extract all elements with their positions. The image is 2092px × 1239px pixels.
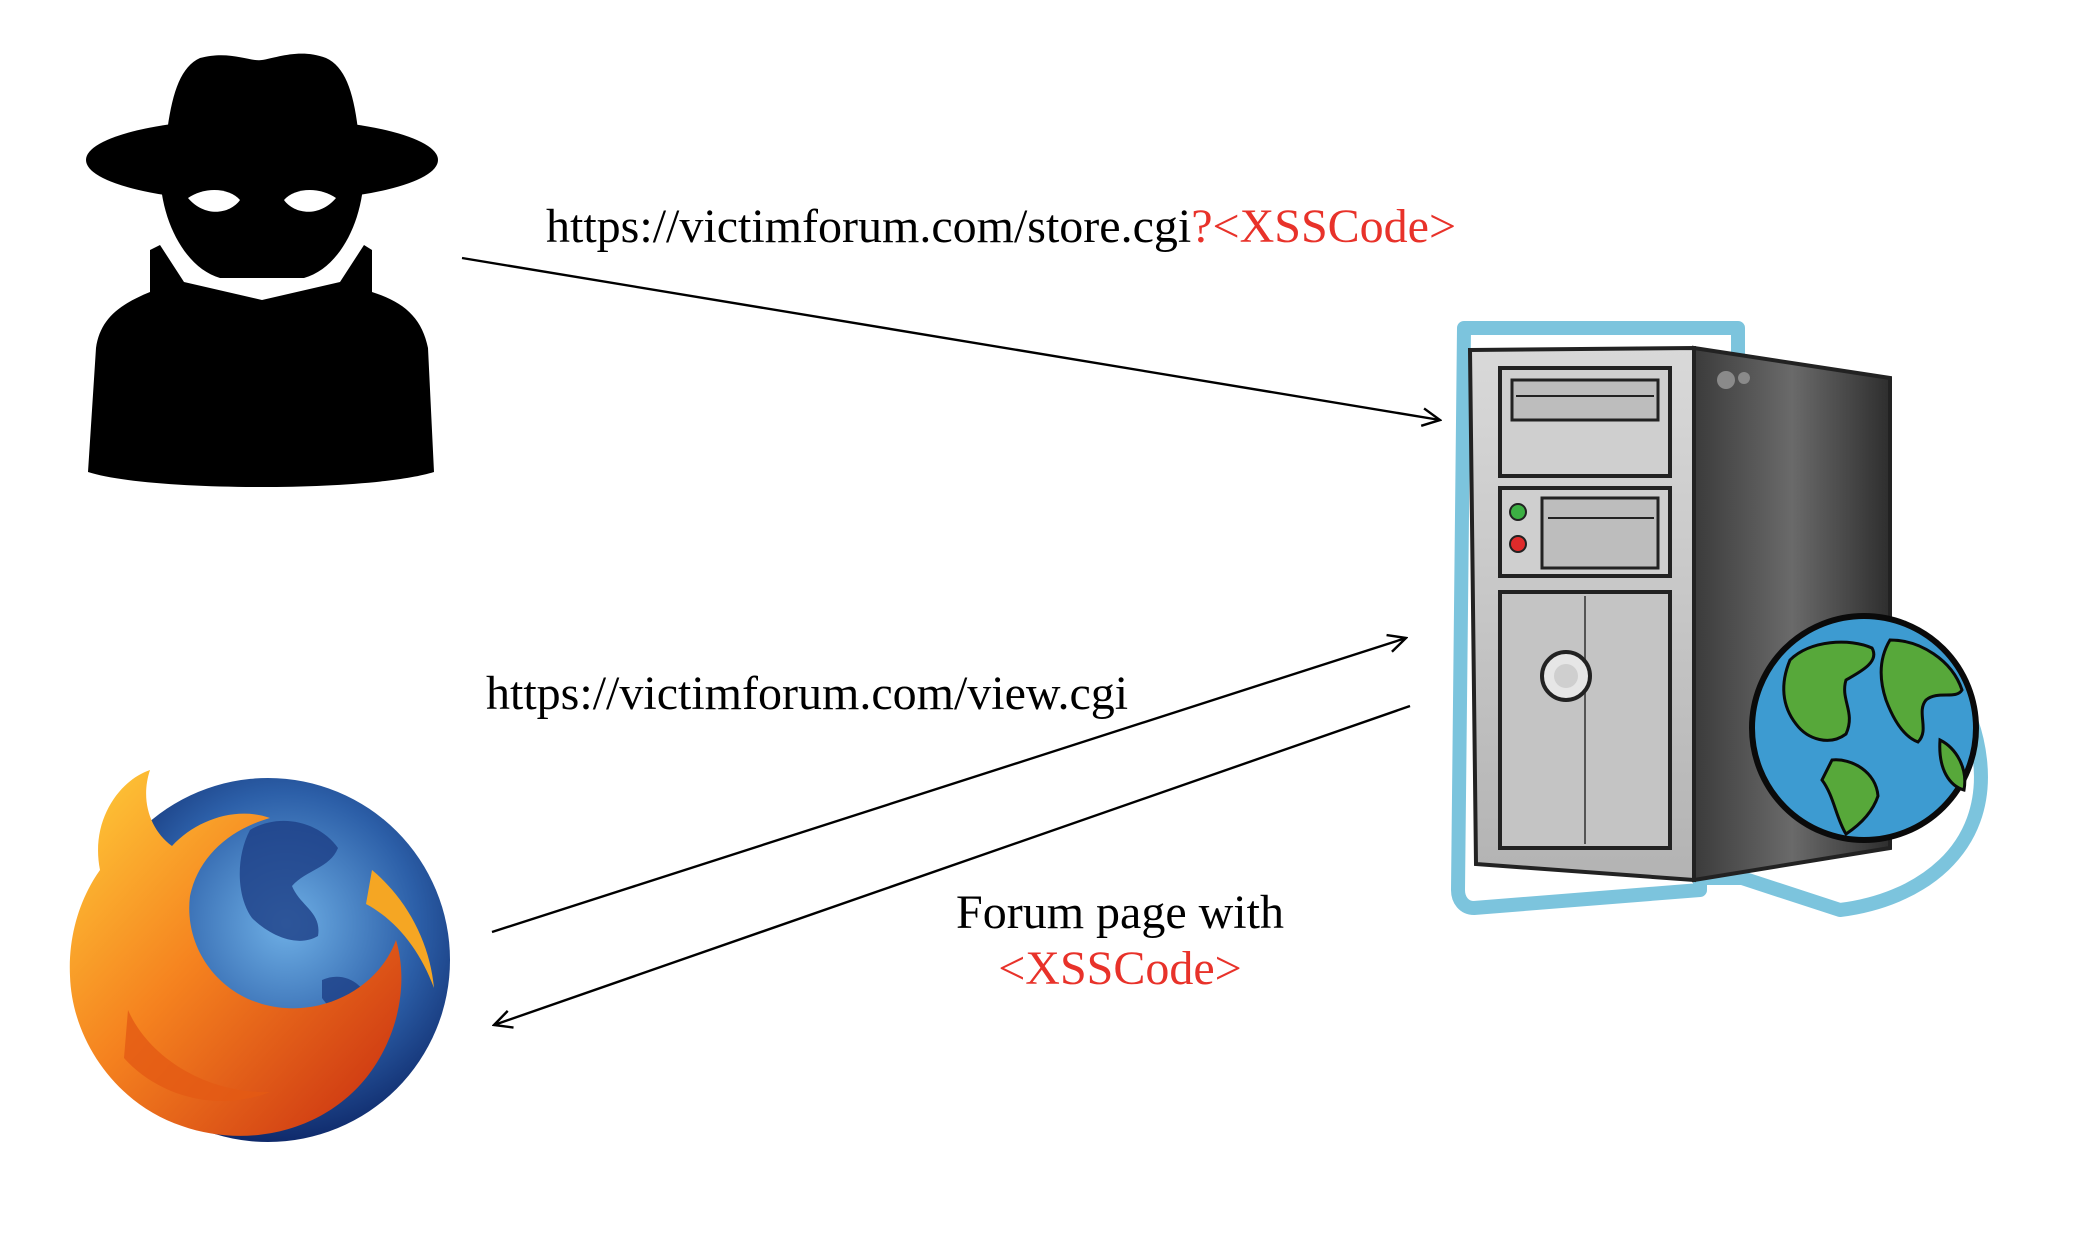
web-server-icon bbox=[1451, 321, 1988, 917]
store-request-payload: ?<XSSCode> bbox=[1191, 200, 1457, 253]
arrow-view-request bbox=[491, 638, 1406, 934]
store-request-label: https://victimforum.com/store.cgi?<XSSCo… bbox=[546, 199, 1456, 255]
spy-icon bbox=[86, 53, 438, 487]
response-line1: Forum page with bbox=[956, 886, 1284, 939]
response-label: Forum page with <XSSCode> bbox=[900, 885, 1340, 997]
arrow-store-request bbox=[461, 256, 1440, 420]
globe-icon bbox=[1749, 613, 1979, 843]
view-request-label: https://victimforum.com/view.cgi bbox=[486, 666, 1128, 722]
store-request-url: https://victimforum.com/store.cgi bbox=[546, 200, 1192, 253]
arrow-response bbox=[494, 704, 1411, 1025]
view-request-url: https://victimforum.com/view.cgi bbox=[486, 667, 1129, 720]
firefox-icon bbox=[69, 770, 450, 1142]
response-payload: <XSSCode> bbox=[998, 942, 1242, 995]
